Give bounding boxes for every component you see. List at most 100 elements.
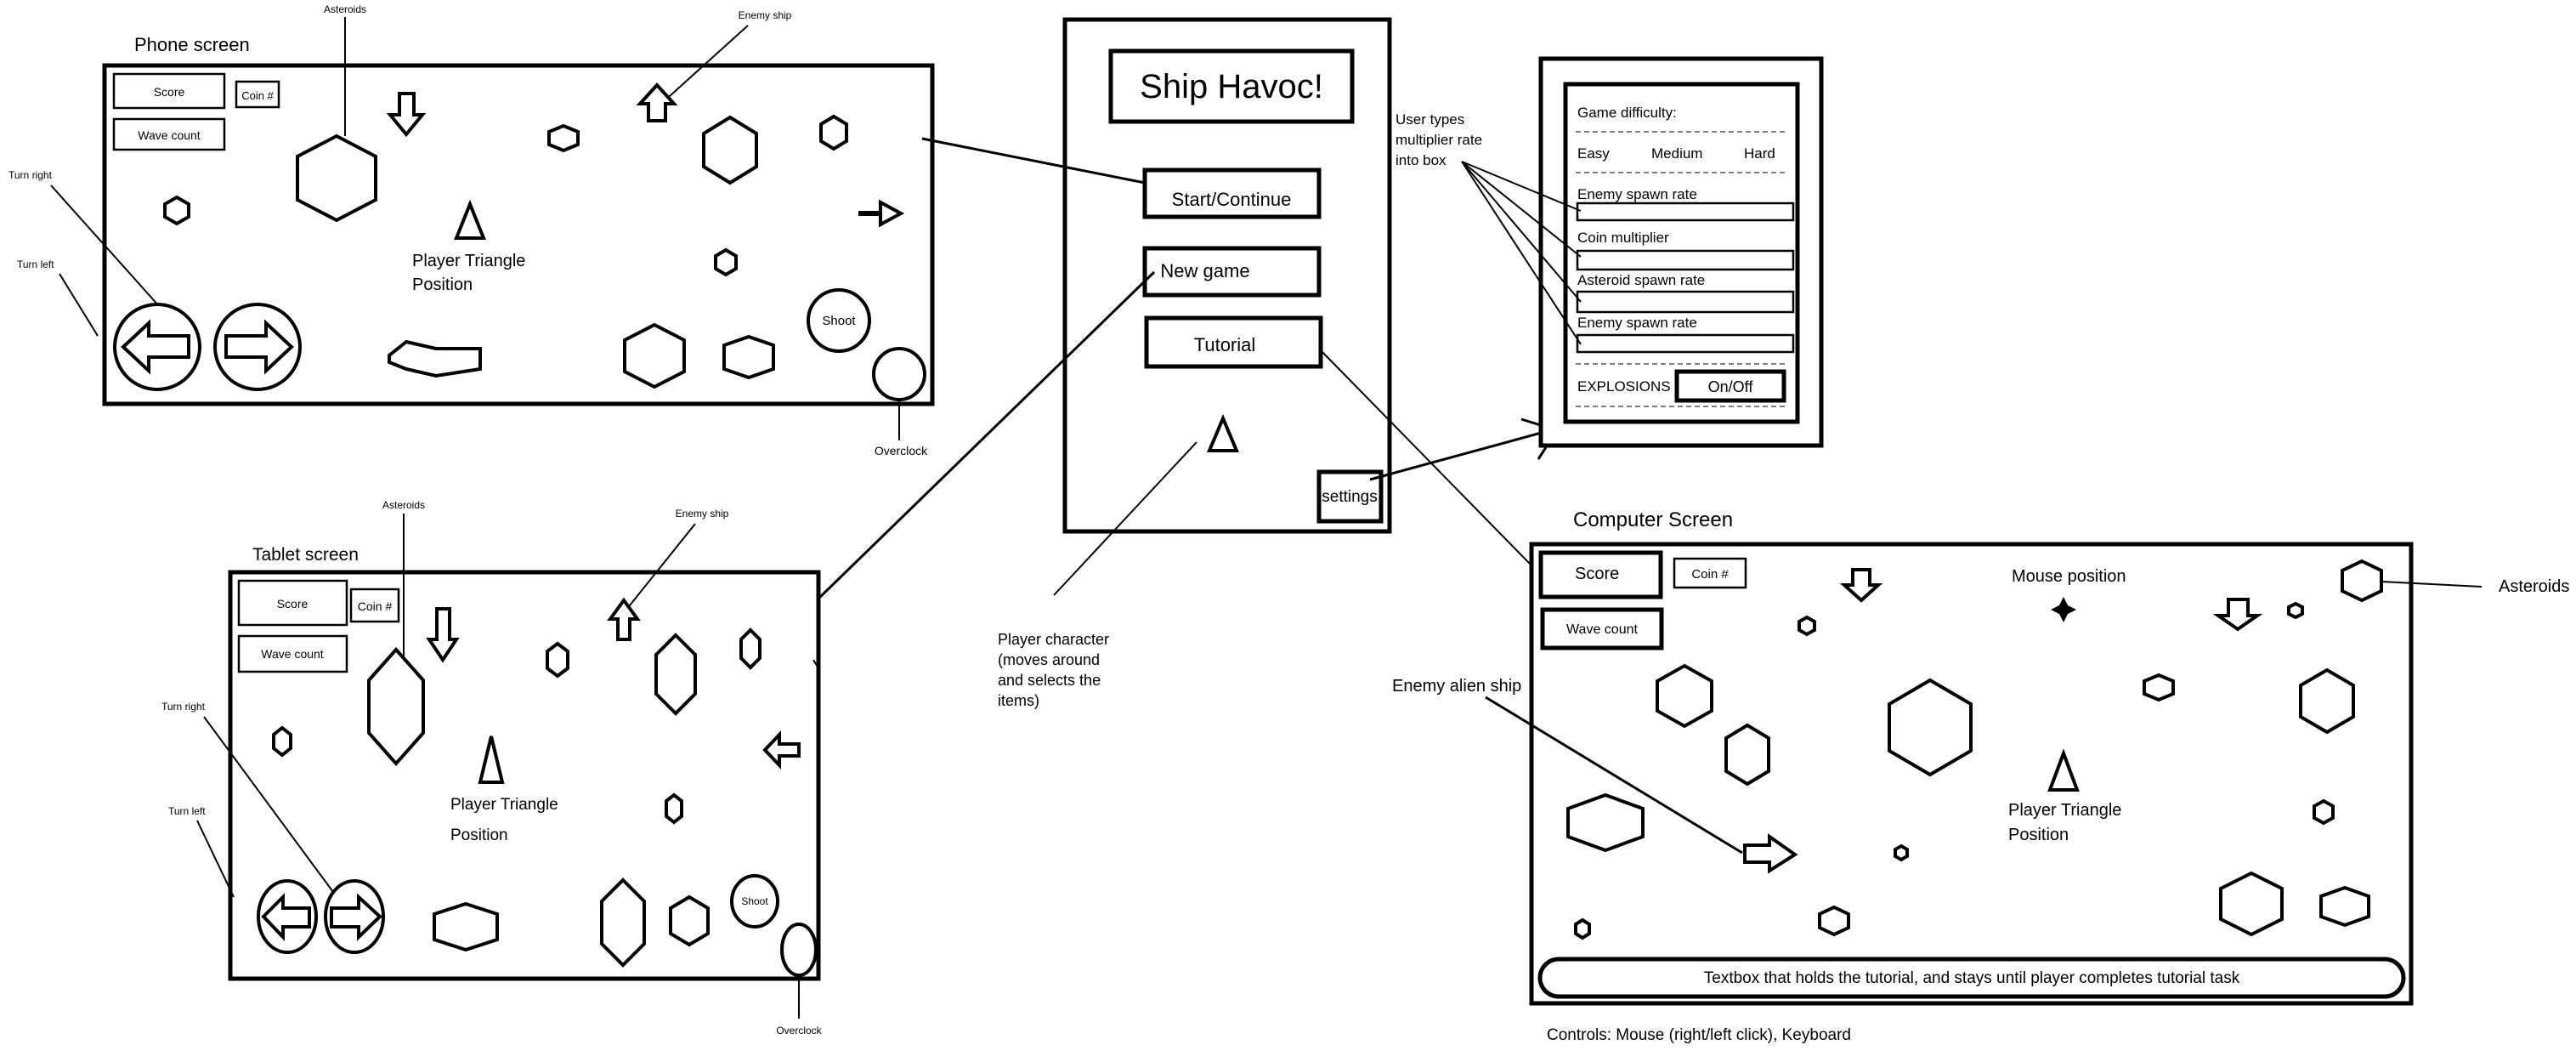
- tablet-overclock-button[interactable]: [780, 923, 818, 977]
- phone-asteroid: [623, 322, 686, 389]
- phone-mockup: Phone screen Score Coin # Wave count Ast…: [8, 3, 935, 457]
- computer-asteroid: [2341, 559, 2383, 603]
- tutorial-label: Tutorial: [1194, 334, 1256, 355]
- computer-wave-label: Wave count: [1566, 622, 1638, 637]
- tablet-asteroid: [546, 641, 569, 679]
- tablet-coin-label: Coin #: [358, 599, 393, 613]
- difficulty-hard[interactable]: Hard: [1744, 145, 1775, 162]
- start-continue-label: Start/Continue: [1172, 189, 1292, 210]
- phone-coin-box: [235, 80, 280, 109]
- phone-asteroid: [714, 247, 738, 277]
- tutorial-button[interactable]: [1144, 315, 1323, 369]
- computer-player-label: Player Triangle: [2008, 801, 2121, 820]
- settings-label: settings: [1322, 488, 1377, 506]
- new-game-button[interactable]: [1142, 246, 1322, 298]
- computer-asteroid: [2143, 673, 2175, 702]
- tablet-turn-right-note: Turn right: [161, 701, 206, 713]
- computer-enemy-ship: [2212, 598, 2263, 632]
- tablet-wave-label: Wave count: [261, 647, 324, 661]
- connector-tutorial-computer: [1318, 348, 1531, 565]
- enemy-alien-label: Enemy alien ship: [1392, 677, 1521, 696]
- computer-enemy-ship: [1839, 568, 1883, 603]
- overclock-button[interactable]: [872, 347, 926, 401]
- computer-player-triangle: [2047, 748, 2080, 792]
- menu-player-triangle: [1206, 413, 1240, 452]
- phone-wave-box: [112, 117, 226, 151]
- phone-turn-right-note: Turn right: [8, 169, 53, 181]
- settings-panel-mockup: Game difficulty: Easy Medium Hard Enemy …: [1396, 56, 1824, 448]
- tablet-player-label: Position: [450, 826, 508, 844]
- asteroid-spawn-label: Asteroid spawn rate: [1577, 272, 1705, 288]
- phone-player-triangle: [454, 199, 486, 240]
- computer-wave-box: [1540, 607, 1664, 650]
- explosions-toggle[interactable]: [1674, 369, 1786, 403]
- phone-shoot-label: Shoot: [822, 314, 856, 328]
- phone-enemy-note: Enemy ship: [739, 9, 792, 21]
- coin-multiplier-input[interactable]: [1576, 249, 1795, 271]
- turn-left-arrow-icon: [121, 319, 190, 375]
- computer-asteroid: [1724, 723, 1770, 787]
- phone-asteroid: [388, 339, 482, 378]
- tablet-shoot-button[interactable]: [730, 874, 779, 929]
- tablet-turn-left-note: Turn left: [168, 805, 206, 817]
- shoot-button[interactable]: [807, 288, 871, 353]
- phone-enemy-ship: [858, 199, 905, 228]
- tutorial-textbox-text: Textbox that holds the tutorial, and sta…: [1704, 969, 2240, 987]
- tablet-asteroid: [654, 633, 697, 716]
- tablet-mockup: Tablet screen Score Coin # Wave count As…: [161, 499, 823, 1036]
- computer-asteroid: [2219, 871, 2284, 937]
- phone-wave-label: Wave count: [138, 128, 201, 142]
- asteroid-spawn-input[interactable]: [1576, 290, 1795, 314]
- computer-player-label: Position: [2008, 826, 2069, 844]
- difficulty-easy[interactable]: Easy: [1577, 145, 1610, 162]
- phone-enemy-ship: [636, 82, 678, 122]
- computer-asteroids-label: Asteroids: [2499, 577, 2569, 596]
- phone-player-label: Position: [412, 275, 473, 294]
- player-character-note: and selects the: [998, 672, 1101, 689]
- phone-coin-label: Coin #: [241, 89, 274, 102]
- enemy-spawn-label-2: Enemy spawn rate: [1577, 315, 1697, 331]
- tablet-player-triangle: [478, 735, 505, 784]
- menu-title-box: [1108, 48, 1355, 124]
- player-character-note: (moves around: [998, 651, 1100, 668]
- computer-asteroid: [1574, 917, 1591, 940]
- tablet-asteroid: [739, 628, 761, 670]
- computer-title: Computer Screen: [1573, 508, 1733, 531]
- tablet-score-label: Score: [277, 597, 309, 611]
- connector-phone-start: [921, 137, 1146, 185]
- connector-newgame-tablet: [816, 270, 1156, 601]
- tablet-asteroids-note: Asteroids: [382, 499, 425, 511]
- tablet-shoot-label: Shoot: [741, 895, 768, 907]
- settings-button[interactable]: [1316, 469, 1384, 524]
- tablet-asteroid: [600, 877, 646, 968]
- phone-score-box: [112, 72, 226, 110]
- phone-asteroid: [819, 114, 848, 151]
- tutorial-textbox: [1537, 957, 2406, 999]
- computer-asteroid: [1798, 615, 1816, 637]
- mouse-position-label: Mouse position: [2012, 567, 2126, 586]
- turn-right-arrow-icon: [224, 319, 294, 375]
- tablet-coin-box: [349, 588, 400, 623]
- user-types-note: multiplier rate: [1396, 132, 1482, 148]
- tablet-enemy-ship: [426, 607, 460, 663]
- difficulty-label: Game difficulty:: [1577, 105, 1677, 121]
- tablet-asteroid-large: [367, 646, 425, 767]
- computer-score-box: [1538, 550, 1663, 599]
- tablet-asteroid: [665, 792, 683, 825]
- phone-score-label: Score: [154, 85, 185, 99]
- phone-asteroid-large: [296, 133, 377, 223]
- phone-asteroid: [722, 334, 775, 380]
- tablet-enemy-note: Enemy ship: [676, 508, 729, 520]
- phone-asteroid: [163, 195, 190, 226]
- tablet-asteroid: [433, 901, 499, 952]
- computer-asteroid: [1818, 905, 1850, 937]
- phone-player-label: Player Triangle: [412, 252, 525, 270]
- difficulty-medium[interactable]: Medium: [1651, 145, 1702, 162]
- start-continue-button[interactable]: [1142, 168, 1322, 219]
- connector-settings-panel: [1369, 428, 1554, 481]
- computer-asteroid: [2313, 798, 2335, 826]
- enemy-spawn-input[interactable]: [1576, 202, 1795, 222]
- enemy-spawn-input-2[interactable]: [1576, 333, 1795, 354]
- computer-asteroid: [2319, 885, 2370, 928]
- phone-overclock-note: Overclock: [875, 444, 928, 457]
